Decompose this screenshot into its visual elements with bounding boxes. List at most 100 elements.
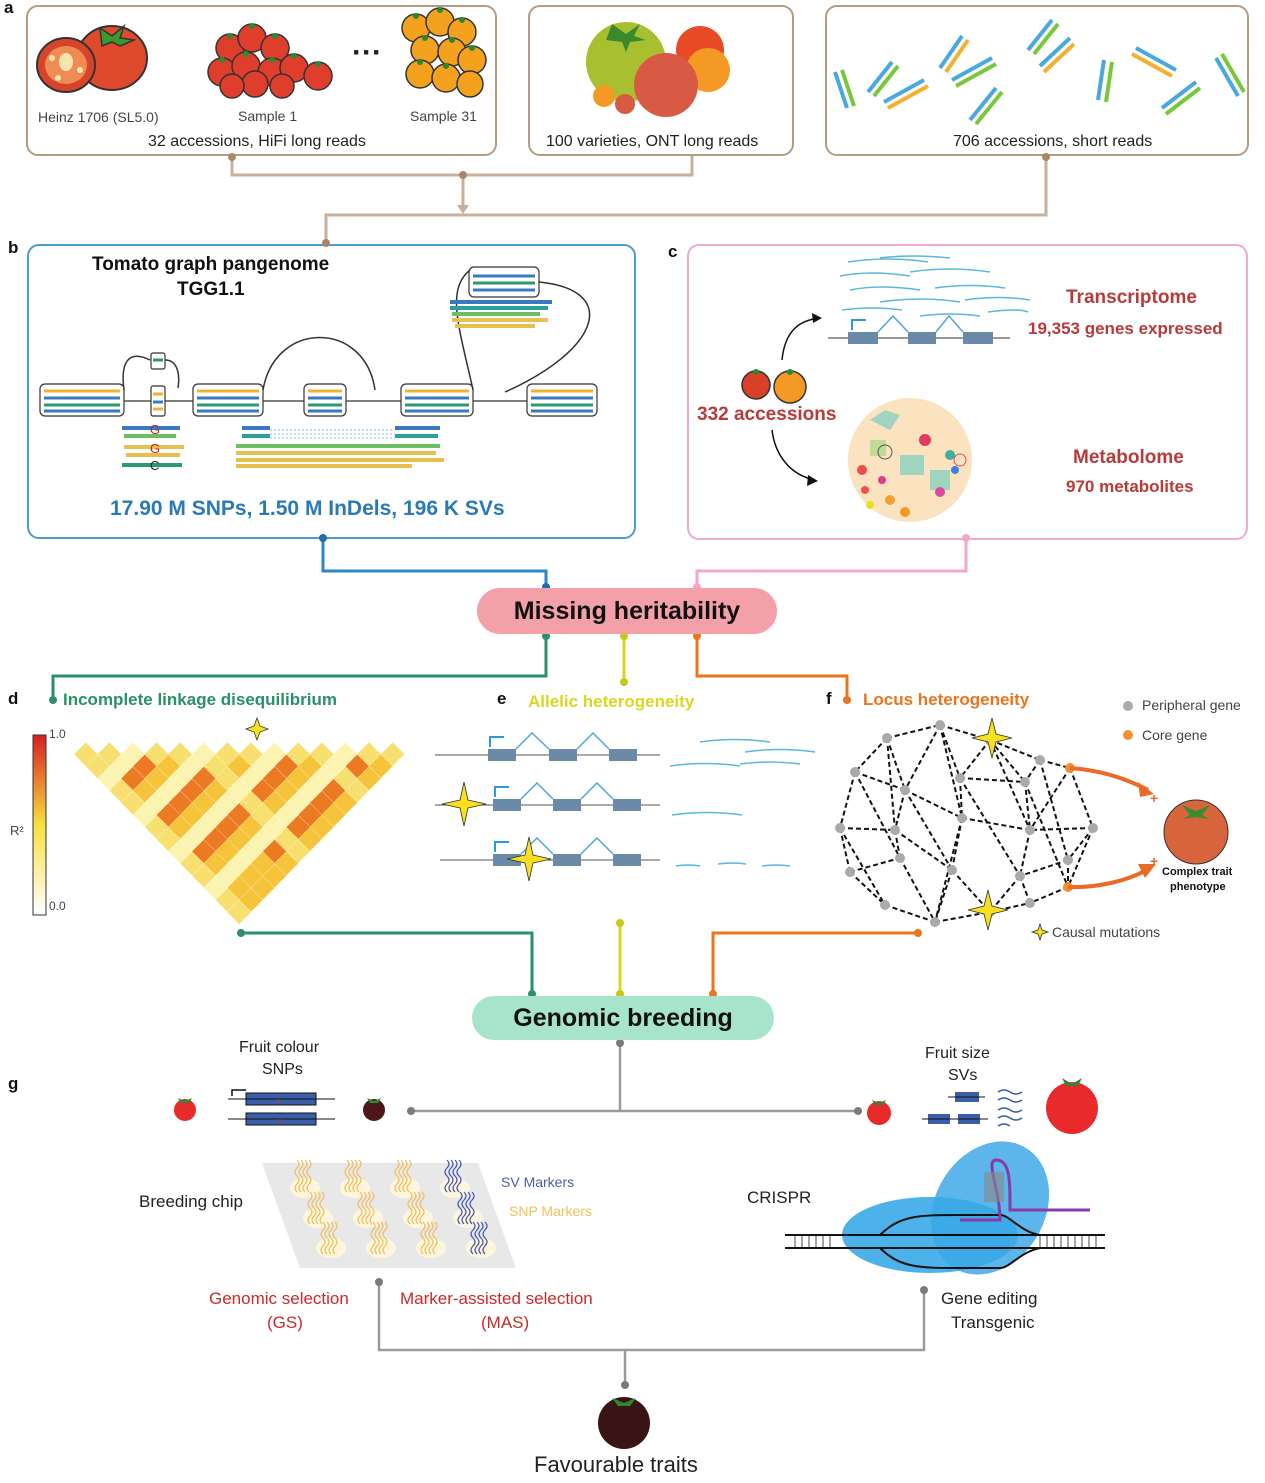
gene-editing-label: Gene editing — [941, 1289, 1038, 1308]
legend-core-dot — [1123, 730, 1133, 740]
ld-cell — [180, 803, 204, 827]
chip-marker-probe — [465, 1191, 471, 1225]
metabolome-title: Metabolome — [1073, 447, 1184, 468]
chip-marker-probe — [482, 1221, 488, 1255]
ld-cell — [251, 851, 275, 876]
ld-cell — [286, 839, 310, 864]
fruit-size-label: Fruit size — [925, 1045, 990, 1062]
ld-cell — [121, 742, 145, 766]
chip-marker-probe — [357, 1191, 363, 1225]
network-edge — [961, 817, 1031, 831]
ld-cell — [321, 803, 346, 827]
network-edge — [1067, 827, 1094, 888]
svg-text:+: + — [1150, 853, 1158, 869]
ld-cell — [298, 754, 322, 779]
legend-core: Core gene — [1142, 727, 1208, 743]
chip-marker-probe — [382, 1221, 388, 1255]
ld-cell — [203, 876, 228, 900]
crispr-illustration — [785, 1141, 1105, 1275]
ld-cell — [286, 742, 310, 766]
snp-letter-1: G — [150, 422, 161, 437]
peripheral-gene-node — [930, 917, 940, 927]
ld-cell — [251, 803, 275, 827]
chip-marker-probe — [448, 1159, 454, 1193]
chip-marker-probe — [469, 1191, 475, 1225]
network-edge — [989, 739, 1026, 783]
legend-peripheral: Peripheral gene — [1142, 697, 1241, 713]
panel-letter-f: f — [826, 689, 832, 708]
peripheral-gene-node — [1088, 823, 1098, 833]
chip-marker-probe — [470, 1221, 476, 1255]
peripheral-gene-node — [947, 865, 957, 875]
fruit-size-svs: SVs — [948, 1067, 978, 1084]
ld-cell — [239, 863, 263, 888]
ld-cell — [215, 790, 240, 815]
chip-marker-probe — [457, 1191, 463, 1225]
phenotype-label-1: Complex trait — [1162, 866, 1233, 878]
panel-a-short-box — [825, 5, 1249, 156]
ld-cell — [369, 754, 393, 779]
heinz-tomato-icon — [36, 23, 148, 93]
ld-cell — [310, 815, 334, 839]
phenotype-label-2: phenotype — [1170, 881, 1226, 893]
peripheral-gene-node — [1063, 855, 1073, 865]
chip-marker-probe — [378, 1221, 384, 1255]
genomic-breeding-pill: Genomic breeding — [472, 996, 774, 1040]
ld-cell — [156, 754, 181, 779]
peripheral-gene-node — [880, 900, 890, 910]
chip-marker-probe — [307, 1191, 313, 1225]
network-edge — [839, 771, 856, 829]
ld-cell — [321, 778, 346, 803]
peripheral-gene-node — [1035, 755, 1045, 765]
network-edge — [959, 777, 1026, 783]
network-edge — [886, 737, 896, 831]
ld-cell — [180, 778, 204, 803]
ld-cell — [203, 778, 228, 803]
panel-letter-b: b — [8, 238, 19, 257]
network-edge — [1024, 781, 1031, 831]
chip-marker-probe — [324, 1221, 330, 1255]
network-edge — [1024, 781, 1069, 888]
ld-cell — [215, 742, 240, 766]
peripheral-gene-node — [895, 853, 905, 863]
chip-marker-probe — [348, 1159, 354, 1193]
ld-cell — [286, 790, 310, 815]
ld-cell — [227, 778, 251, 803]
ld-cell — [203, 827, 228, 852]
chip-marker-probe — [407, 1191, 413, 1225]
ld-cell — [192, 863, 216, 888]
ld-cell — [121, 766, 145, 791]
chip-marker-probe — [415, 1191, 421, 1225]
breeding-chip-label: Breeding chip — [139, 1192, 243, 1211]
connector-g — [377, 1042, 926, 1385]
network-edge — [884, 904, 936, 923]
transcriptome-title: Transcriptome — [1066, 287, 1197, 308]
ld-cell — [203, 803, 228, 827]
svg-text:×: × — [276, 1116, 281, 1126]
ld-cell — [192, 742, 216, 766]
ld-cell — [239, 742, 263, 766]
chip-marker-probe — [456, 1159, 462, 1193]
gene-model-row-1 — [435, 731, 660, 761]
ld-cell — [215, 839, 240, 864]
network-edge — [1039, 759, 1069, 861]
ld-cell — [133, 803, 157, 827]
ld-cell — [180, 851, 204, 876]
gene-model-row-3 — [440, 836, 660, 882]
chip-marker-probe — [478, 1221, 484, 1255]
network-edge — [959, 739, 991, 779]
network-edge — [849, 871, 886, 906]
chip-marker-probe — [394, 1159, 400, 1193]
chip-marker-probe — [420, 1221, 426, 1255]
ld-cell — [310, 790, 334, 815]
heinz-label: Heinz 1706 (SL5.0) — [38, 109, 159, 125]
network-edge — [1039, 759, 1071, 769]
ld-cell — [168, 815, 192, 839]
ld-cell — [227, 876, 251, 900]
missing-heritability-pill: Missing heritability — [477, 588, 777, 634]
gene-model-row-2 — [435, 781, 660, 827]
network-edge — [1019, 829, 1031, 877]
ld-cell — [298, 827, 322, 852]
chip-marker-probe — [302, 1159, 308, 1193]
ld-cell — [333, 742, 358, 766]
